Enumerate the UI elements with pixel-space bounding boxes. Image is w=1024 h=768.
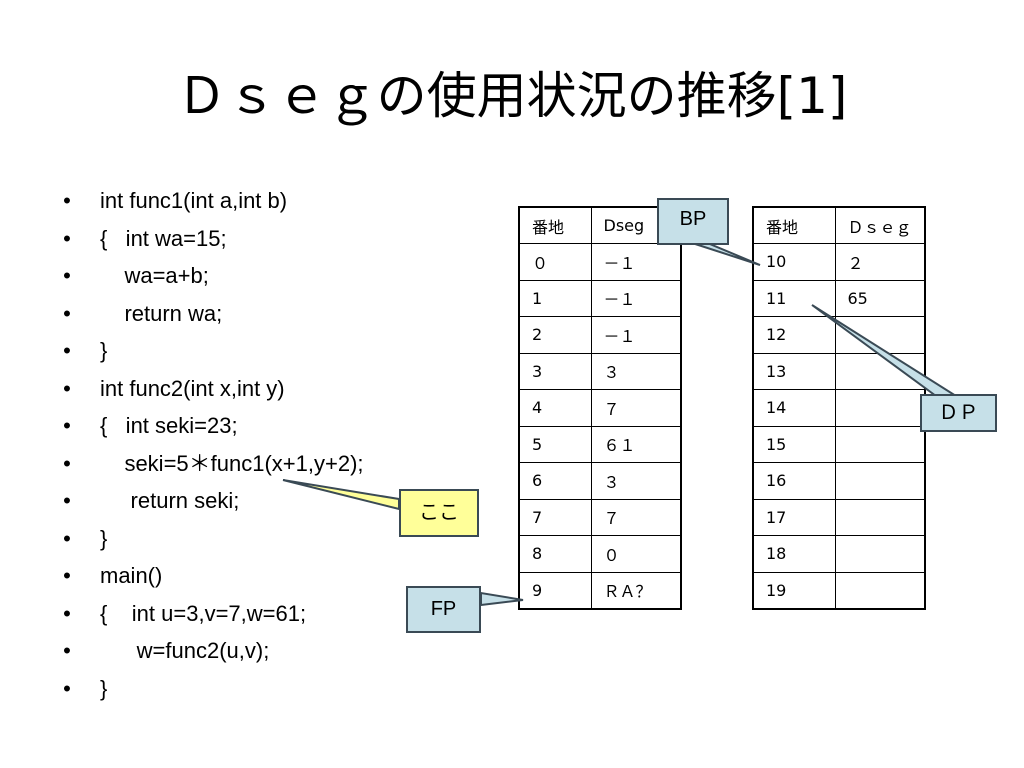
bullet-icon: • — [63, 525, 71, 551]
code-text: return seki; — [100, 488, 240, 513]
code-text: } — [100, 525, 108, 551]
address-cell: 3 — [518, 352, 592, 390]
value-cell: ２ — [834, 243, 926, 281]
value-cell — [834, 462, 926, 500]
code-text: wa=a+b; — [100, 263, 209, 288]
address-cell: 4 — [518, 389, 592, 427]
dp-label: ＤＰ — [938, 402, 979, 424]
slide-title: Ｄｓｅｇの使用状況の推移[1] — [176, 67, 848, 125]
bullet-icon: • — [63, 300, 71, 326]
fp-pointer — [480, 591, 524, 607]
bullet-icon: • — [63, 638, 71, 663]
address-cell: 15 — [752, 425, 836, 463]
address-header: 番地 — [518, 206, 592, 244]
code-text: { int u=3,v=7,w=61; — [100, 600, 307, 626]
address-cell: 18 — [752, 535, 836, 573]
bp-pointer — [688, 241, 761, 266]
address-cell: 14 — [752, 389, 836, 427]
table-row: 18 — [752, 535, 926, 573]
bullet-icon: • — [63, 188, 71, 213]
code-text: w=func2(u,v); — [100, 638, 270, 663]
bullet-icon: • — [63, 488, 71, 513]
bp-callout: BP — [657, 198, 729, 245]
address-cell: 7 — [518, 498, 592, 536]
address-cell: 10 — [752, 243, 836, 281]
value-cell — [834, 498, 926, 536]
koko-pointer — [282, 479, 400, 511]
value-cell: ＲＡ？ — [590, 571, 682, 609]
table-row: 16 — [752, 462, 926, 500]
code-text: return wa; — [100, 300, 223, 326]
table-row: 7 ７ — [518, 498, 682, 536]
bullet-icon: • — [63, 263, 71, 288]
value-cell: －１ — [590, 279, 682, 317]
bullet-icon: • — [63, 413, 71, 438]
code-text: main() — [100, 563, 163, 588]
fp-callout: FP — [406, 586, 481, 633]
table-row: 5 ６１ — [518, 425, 682, 463]
dp-pointer — [811, 304, 960, 397]
address-cell: 17 — [752, 498, 836, 536]
value-cell: －１ — [590, 243, 682, 281]
value-cell — [834, 389, 926, 427]
table-row: 3 ３ — [518, 352, 682, 390]
address-cell: 12 — [752, 316, 836, 354]
bullet-icon: • — [63, 600, 71, 626]
value-cell: ６１ — [590, 425, 682, 463]
bullet-icon: • — [63, 675, 71, 701]
koko-callout: ここ — [399, 489, 479, 537]
value-cell: ３ — [590, 462, 682, 500]
bullet-icon: • — [63, 338, 71, 363]
code-text: } — [100, 675, 108, 701]
table-row: 4 ７ — [518, 389, 682, 427]
value-cell — [834, 571, 926, 609]
table-row: 15 — [752, 425, 926, 463]
table-row: 2－１ — [518, 316, 682, 354]
table-row: 1－１ — [518, 279, 682, 317]
bullet-icon: • — [63, 375, 71, 401]
memory-table-left: 番地 Dseg ０－１ 1－１ 2－１ 3 ３ 4 ７ 5 ６１ 6 ３ 7 ７… — [518, 206, 682, 610]
code-text: seki=5＊func1(x+1,y+2); — [100, 450, 364, 476]
code-text: { int seki=23; — [100, 413, 238, 438]
value-cell — [834, 425, 926, 463]
code-text: int func1(int a,int b) — [100, 188, 288, 213]
bp-label: BP — [679, 208, 707, 230]
value-cell: ７ — [590, 498, 682, 536]
address-cell: 9 — [518, 571, 592, 609]
table-row: 8 ０ — [518, 535, 682, 573]
bullet-icon: • — [63, 450, 71, 476]
value-cell: ０ — [590, 535, 682, 573]
value-cell — [834, 535, 926, 573]
table-row: 6 ３ — [518, 462, 682, 500]
code-text: { int wa=15; — [100, 225, 227, 251]
dp-callout: ＤＰ — [920, 394, 997, 432]
dseg-header: Ｄｓｅｇ — [834, 206, 926, 244]
table-row: 17 — [752, 498, 926, 536]
code-text: } — [100, 338, 108, 363]
value-cell: ７ — [590, 389, 682, 427]
address-cell: 19 — [752, 571, 836, 609]
bullet-icon: • — [63, 563, 71, 588]
table-row: 19 — [752, 571, 926, 609]
table-row: 14 — [752, 389, 926, 427]
koko-label: ここ — [419, 502, 459, 524]
table-row: 10 ２ — [752, 243, 926, 281]
bullet-icon: • — [63, 225, 71, 251]
fp-label: FP — [430, 598, 457, 620]
code-text: int func2(int x,int y) — [100, 375, 285, 401]
